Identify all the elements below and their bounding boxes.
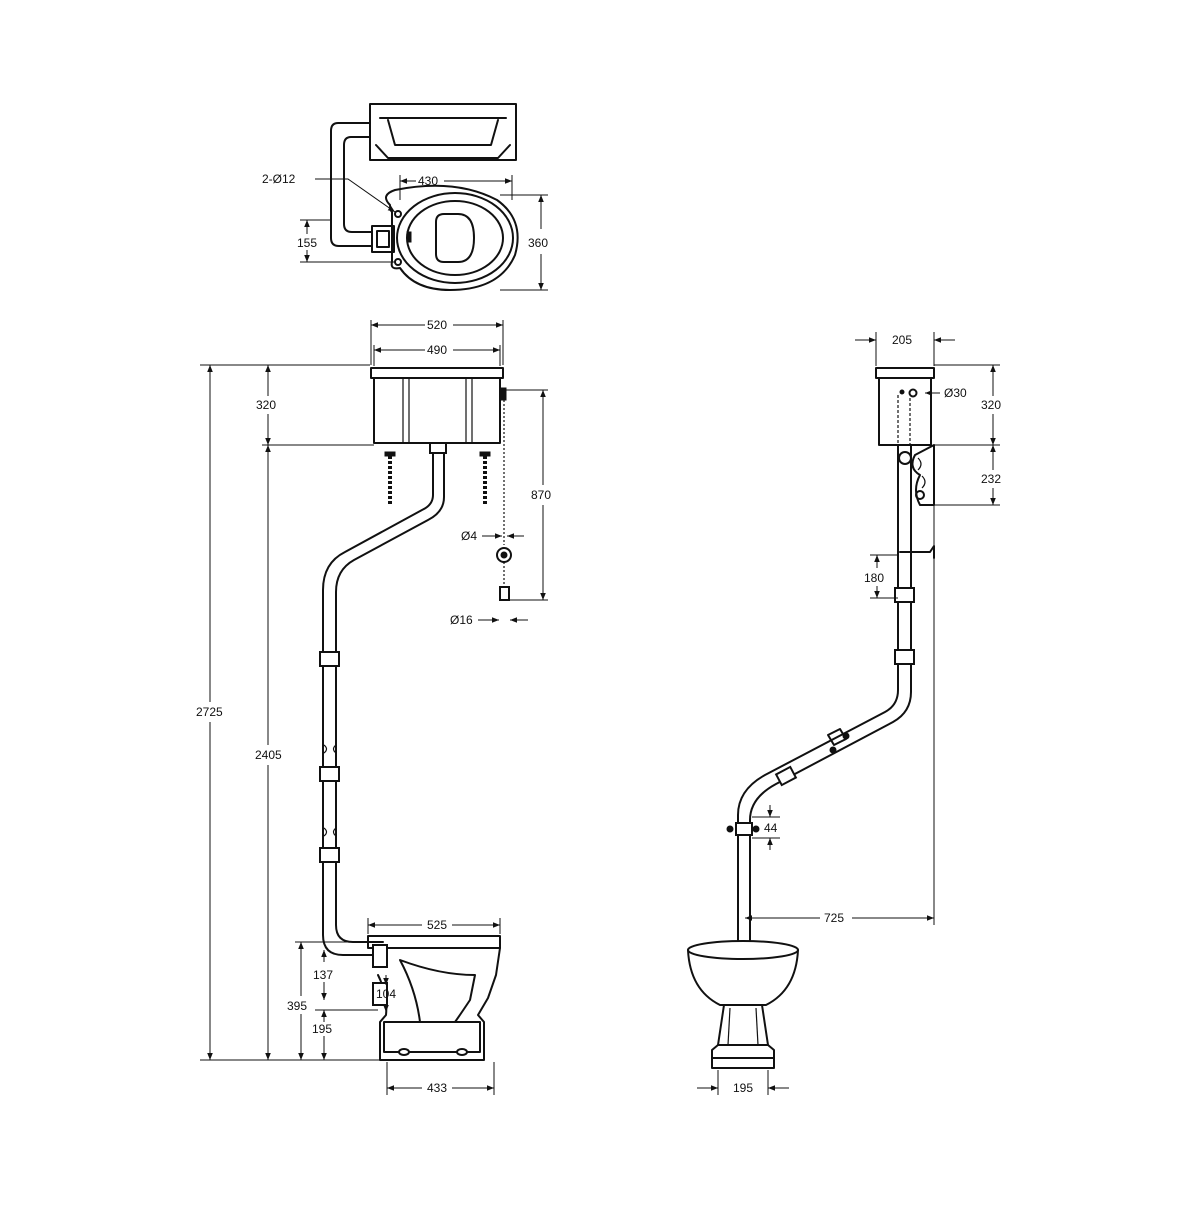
- dim-outlet-center-height: 195: [312, 1022, 332, 1036]
- side-view: 205 Ø30 320 232 180 44 72: [687, 332, 1001, 1095]
- front-pan: [367, 935, 501, 1061]
- plan-cistern: [369, 103, 517, 161]
- side-bracket: [898, 444, 935, 506]
- dim-side-hole-dia: Ø30: [944, 386, 967, 400]
- side-dimensions: 205 Ø30 320 232 180 44 72: [697, 332, 1001, 1095]
- dim-base-width: 433: [427, 1081, 447, 1095]
- dim-plan-offset: 155: [297, 236, 317, 250]
- front-brackets: [384, 451, 491, 506]
- dim-side-projection: 725: [824, 911, 844, 925]
- dim-cistern-height: 320: [256, 398, 276, 412]
- plan-flush-pipe: [330, 122, 373, 247]
- front-flush-pipe: [319, 452, 445, 956]
- side-pan: [687, 940, 799, 1069]
- dim-plan-width: 430: [418, 174, 438, 188]
- plan-dimensions: 2-Ø12 430 360 155: [262, 172, 548, 291]
- dim-inlet-height: 137: [313, 968, 333, 982]
- dim-pan-width: 525: [427, 918, 447, 932]
- plan-view: 2-Ø12 430 360 155: [262, 103, 548, 291]
- dim-side-cistern-width: 205: [892, 333, 912, 347]
- dim-side-pipe-dia: 44: [764, 821, 778, 835]
- front-view: 520 490 320 870 Ø4 Ø16 27: [196, 318, 551, 1095]
- plan-pan: [371, 184, 519, 291]
- dim-outlet-height: 104: [376, 987, 396, 1001]
- dim-side-bracket-drop: 232: [981, 472, 1001, 486]
- dim-chain-length: 870: [531, 488, 551, 502]
- side-flush-pipe: [726, 444, 935, 941]
- dim-cistern-base-height: 2405: [255, 748, 282, 762]
- dim-side-cistern-height: 320: [981, 398, 1001, 412]
- dim-cistern-inner-width: 490: [427, 343, 447, 357]
- dim-handle-dia: Ø16: [450, 613, 473, 627]
- side-cistern: [875, 367, 935, 446]
- dim-chain-dia: Ø4: [461, 529, 477, 543]
- dim-hole-spec: 2-Ø12: [262, 172, 296, 186]
- dim-side-lever-drop: 180: [864, 571, 884, 585]
- dim-pan-height: 395: [287, 999, 307, 1013]
- dim-cistern-outer-width: 520: [427, 318, 447, 332]
- front-cistern: [370, 367, 504, 454]
- front-chain-pull: [496, 387, 512, 601]
- dim-side-base-width: 195: [733, 1081, 753, 1095]
- dim-total-height: 2725: [196, 705, 223, 719]
- front-dimensions: 520 490 320 870 Ø4 Ø16 27: [196, 318, 551, 1095]
- dim-plan-depth: 360: [528, 236, 548, 250]
